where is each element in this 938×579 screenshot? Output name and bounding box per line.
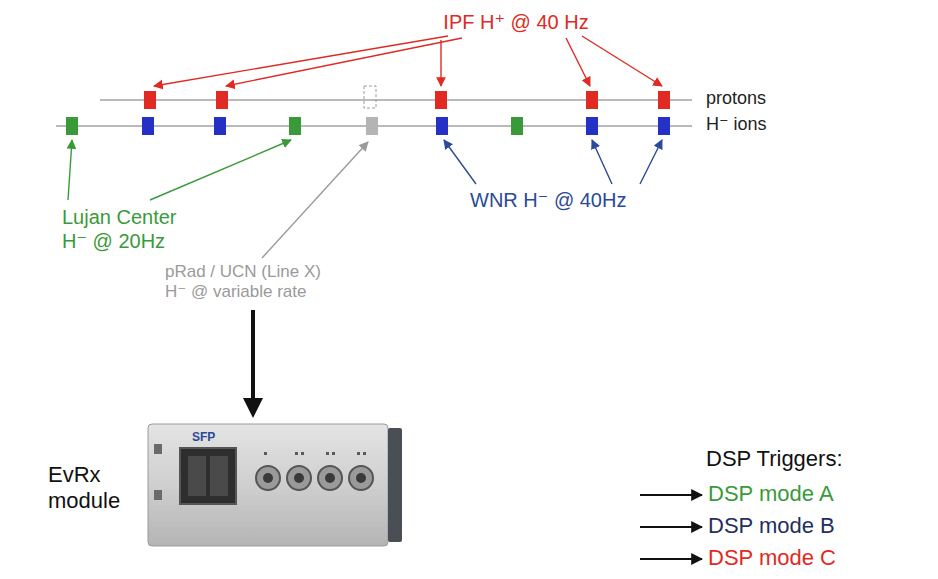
leader-arrow (150, 140, 291, 200)
pulse (144, 91, 156, 109)
bnc-connector (287, 466, 311, 490)
trigger-arrow (640, 494, 702, 496)
bnc-connector (349, 466, 373, 490)
pulse (216, 91, 228, 109)
sfp-port (210, 456, 228, 496)
trigger-label: DSP mode C (708, 545, 836, 571)
bnc-pin (356, 473, 366, 483)
beam-label: Lujan Center H⁻ @ 20Hz (62, 205, 202, 253)
sfp-port (188, 456, 206, 496)
trigger-label: DSP mode A (708, 481, 834, 507)
trigger-arrows (640, 495, 702, 559)
beam-label: IPF H⁺ @ 40 Hz (443, 10, 588, 34)
led (357, 452, 360, 455)
bnc-pin (263, 473, 273, 483)
pulse (586, 91, 598, 109)
led (154, 490, 162, 500)
pulse (586, 117, 598, 135)
line-label: H⁻ ions (706, 114, 767, 136)
pulse (289, 117, 301, 135)
led (332, 452, 335, 455)
pulse (658, 91, 670, 109)
pulse (214, 117, 226, 135)
led (363, 452, 366, 455)
module-handle (388, 428, 402, 542)
pulse (511, 117, 523, 135)
led (154, 444, 162, 454)
leader-arrow (154, 36, 448, 86)
leader-arrow (592, 140, 612, 184)
trigger-arrow (640, 526, 702, 528)
trigger-arrow (640, 558, 702, 560)
leader-arrow (440, 40, 441, 86)
leader-arrow (262, 142, 368, 258)
beam-label: WNR H⁻ @ 40Hz (470, 188, 626, 212)
leader-arrow (444, 140, 476, 184)
lujan-leaders (68, 140, 291, 200)
bnc-connectors (256, 466, 373, 490)
section-heading: DSP Triggers: (706, 446, 843, 472)
protons-line (100, 99, 692, 100)
leader-arrow (566, 38, 590, 86)
led (326, 452, 329, 455)
pulse (366, 117, 378, 135)
leader-arrow (68, 140, 72, 200)
module-panel (148, 424, 388, 546)
flow-arrow (251, 310, 255, 414)
pulse (658, 117, 670, 135)
led (301, 452, 304, 455)
evrx-module-photo (148, 424, 402, 546)
leader-arrow (582, 36, 662, 86)
bnc-connector (256, 466, 280, 490)
pulse (142, 117, 154, 135)
led (295, 452, 298, 455)
connector-label: SFP (192, 430, 215, 444)
ipf-leaders (154, 36, 662, 86)
bnc-pin (325, 473, 335, 483)
leader-arrow (640, 140, 662, 184)
trigger-label: DSP mode B (708, 513, 835, 539)
led (264, 452, 267, 455)
proton-pulses (144, 91, 670, 109)
bnc-pin (294, 473, 304, 483)
bnc-connector (318, 466, 342, 490)
beam-label: pRad / UCN (Line X) H⁻ @ variable rate (165, 262, 337, 303)
wnr-leaders (444, 140, 662, 184)
ion-pulses (66, 117, 670, 135)
leader-arrow (226, 38, 462, 86)
module-label: EvRx module (48, 462, 130, 515)
sfp-cage (180, 448, 236, 504)
pulse (435, 91, 447, 109)
empty-pulse (364, 86, 376, 108)
pulse (436, 117, 448, 135)
line-label: protons (706, 88, 766, 110)
pulse (66, 117, 78, 135)
status-leds (264, 452, 366, 455)
